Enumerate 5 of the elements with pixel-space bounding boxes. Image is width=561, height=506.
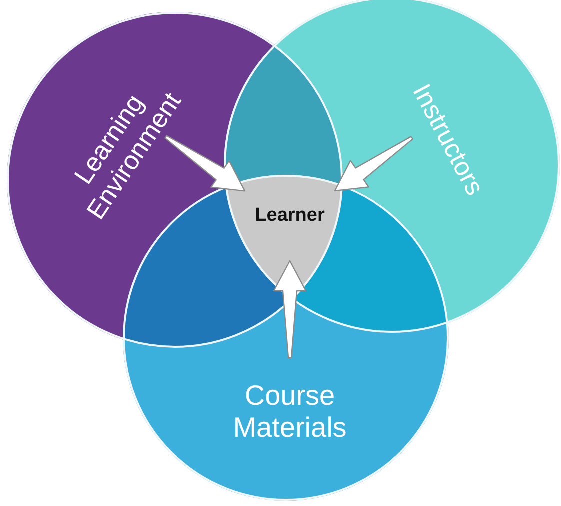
circle-label: Course Materials [232, 380, 348, 444]
center-label: Learner [255, 205, 325, 227]
arrow [273, 260, 307, 359]
arrow [164, 135, 246, 192]
arrow [334, 136, 414, 192]
